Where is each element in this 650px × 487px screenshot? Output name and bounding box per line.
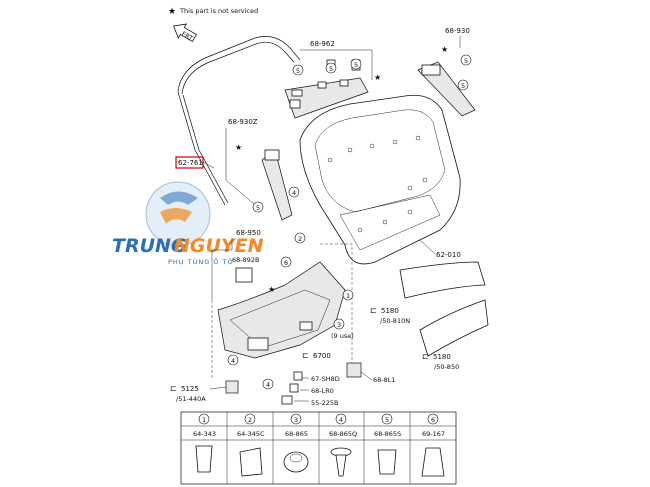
liftgate-part <box>299 94 461 265</box>
callout-6 <box>280 256 292 268</box>
star-icon: ★ <box>268 285 275 294</box>
svg-text:1: 1 <box>346 292 350 300</box>
connector-5125-sub: /51-440A <box>176 395 206 403</box>
clip-part <box>293 371 303 381</box>
callout-2 <box>294 232 306 244</box>
callout-5 <box>292 64 304 76</box>
clip-number: 2 <box>248 416 252 424</box>
upper-trim-part <box>284 59 369 119</box>
clip-col-1: 1 64-343 <box>193 413 216 473</box>
spoiler-part <box>417 61 476 117</box>
svg-text:3: 3 <box>337 321 341 329</box>
clip-part-number: 64-345C <box>237 430 265 438</box>
trim-panel-sub-label: 68-892B <box>232 256 259 264</box>
connector-5180a-sub: /50-810N <box>380 317 410 325</box>
front-arrow-icon: FRT <box>173 23 197 43</box>
harness-cover-part <box>399 261 489 357</box>
weatherstrip-part <box>177 36 301 206</box>
clip-number: 1 <box>202 416 206 424</box>
svg-text:2: 2 <box>298 235 302 243</box>
clip-legend-table <box>180 411 457 485</box>
usage-note: (9 use) <box>331 332 354 340</box>
brand-name-b: NGUYEN <box>174 235 264 257</box>
clip-col-4: 4 68-865Q <box>329 413 357 477</box>
callout-4 <box>288 186 300 198</box>
clip-part-number: 64-343 <box>193 430 216 438</box>
lr0-label: 68-LR0 <box>311 387 334 395</box>
trim-panel-label: 68-950 <box>236 229 261 237</box>
svg-text:5: 5 <box>464 57 468 65</box>
svg-text:5: 5 <box>256 204 260 212</box>
part-225-label: 55-225B <box>311 399 338 407</box>
connector-icon: ⊏ <box>302 351 309 360</box>
left-trim-part <box>261 149 293 221</box>
connector-icon: ⊏ <box>170 384 177 393</box>
star-icon: ★ <box>168 7 176 17</box>
connector-5125-label: 5125 <box>181 385 199 393</box>
brand-name-a: TRUNG <box>112 235 187 257</box>
clip-part-number: 68-865 <box>285 430 308 438</box>
connector-5180b-label: 5180 <box>433 353 451 361</box>
connector-icon: ⊏ <box>370 306 377 315</box>
star-icon: ★ <box>441 45 448 54</box>
highlight-box <box>175 156 204 169</box>
brand-tagline: PHỤ TÙNG Ô TÔ <box>168 257 234 266</box>
callout-5 <box>460 54 472 66</box>
weatherstrip-label: 62-761 <box>178 159 203 167</box>
connector-5180a-label: 5180 <box>381 307 399 315</box>
clip-icon <box>421 447 445 477</box>
clip-col-5: 5 68-865S <box>374 413 401 475</box>
svg-text:6: 6 <box>284 259 288 267</box>
svg-text:5: 5 <box>296 67 300 75</box>
callout-4 <box>227 354 239 366</box>
liftgate-label: 62-010 <box>436 251 461 259</box>
clip-number: 3 <box>294 416 298 424</box>
header-note: This part is not serviced <box>179 7 258 15</box>
clip-icon <box>195 445 213 473</box>
brand-logo: TRUNG NGUYEN PHỤ TÙNG Ô TÔ <box>112 181 264 266</box>
bracket-part <box>346 362 362 378</box>
clip-icon <box>239 447 263 477</box>
callout-5 <box>252 201 264 213</box>
svg-text:4: 4 <box>231 357 235 365</box>
callout-3 <box>333 318 345 330</box>
connector-6700-sub: 67-SH8D <box>311 375 340 383</box>
star-icon: ★ <box>235 143 242 152</box>
trim-left-label: 68-930Z <box>228 118 258 126</box>
svg-text:5: 5 <box>461 82 465 90</box>
clip-number: 6 <box>431 416 435 424</box>
clip-part-number: 68-865S <box>374 430 401 438</box>
clip-col-2: 2 64-345C <box>237 413 265 477</box>
callout-5 <box>325 62 337 74</box>
clip-col-3: 3 68-865 <box>283 413 309 473</box>
trim-top-label: 68-962 <box>310 40 335 48</box>
connector-icon: ⊏ <box>422 352 429 361</box>
svg-text:5: 5 <box>329 65 333 73</box>
part-8l1-label: 68-8L1 <box>373 376 396 384</box>
svg-text:4: 4 <box>266 381 270 389</box>
callout-1 <box>342 289 354 301</box>
callout-4 <box>262 378 274 390</box>
clip-part-number: 69-167 <box>422 430 445 438</box>
clip-part <box>289 383 299 393</box>
clip-icon <box>377 449 397 475</box>
svg-text:4: 4 <box>292 189 296 197</box>
connector-6700-label: 6700 <box>313 352 331 360</box>
trim-panel-part <box>217 261 346 359</box>
switch-part <box>225 380 239 394</box>
connector-5180b-sub: /50-850 <box>434 363 459 371</box>
svg-text:5: 5 <box>354 61 358 69</box>
clip-part <box>281 395 293 405</box>
callout-5 <box>457 79 469 91</box>
clip-part-number: 68-865Q <box>329 430 357 438</box>
reflector-part <box>235 267 253 283</box>
star-icon: ★ <box>374 73 381 82</box>
callout-5 <box>350 58 362 70</box>
clip-number: 5 <box>385 416 389 424</box>
clip-col-6: 6 69-167 <box>421 413 445 477</box>
spoiler-label: 68-930 <box>445 27 470 35</box>
clip-number: 4 <box>339 416 343 424</box>
